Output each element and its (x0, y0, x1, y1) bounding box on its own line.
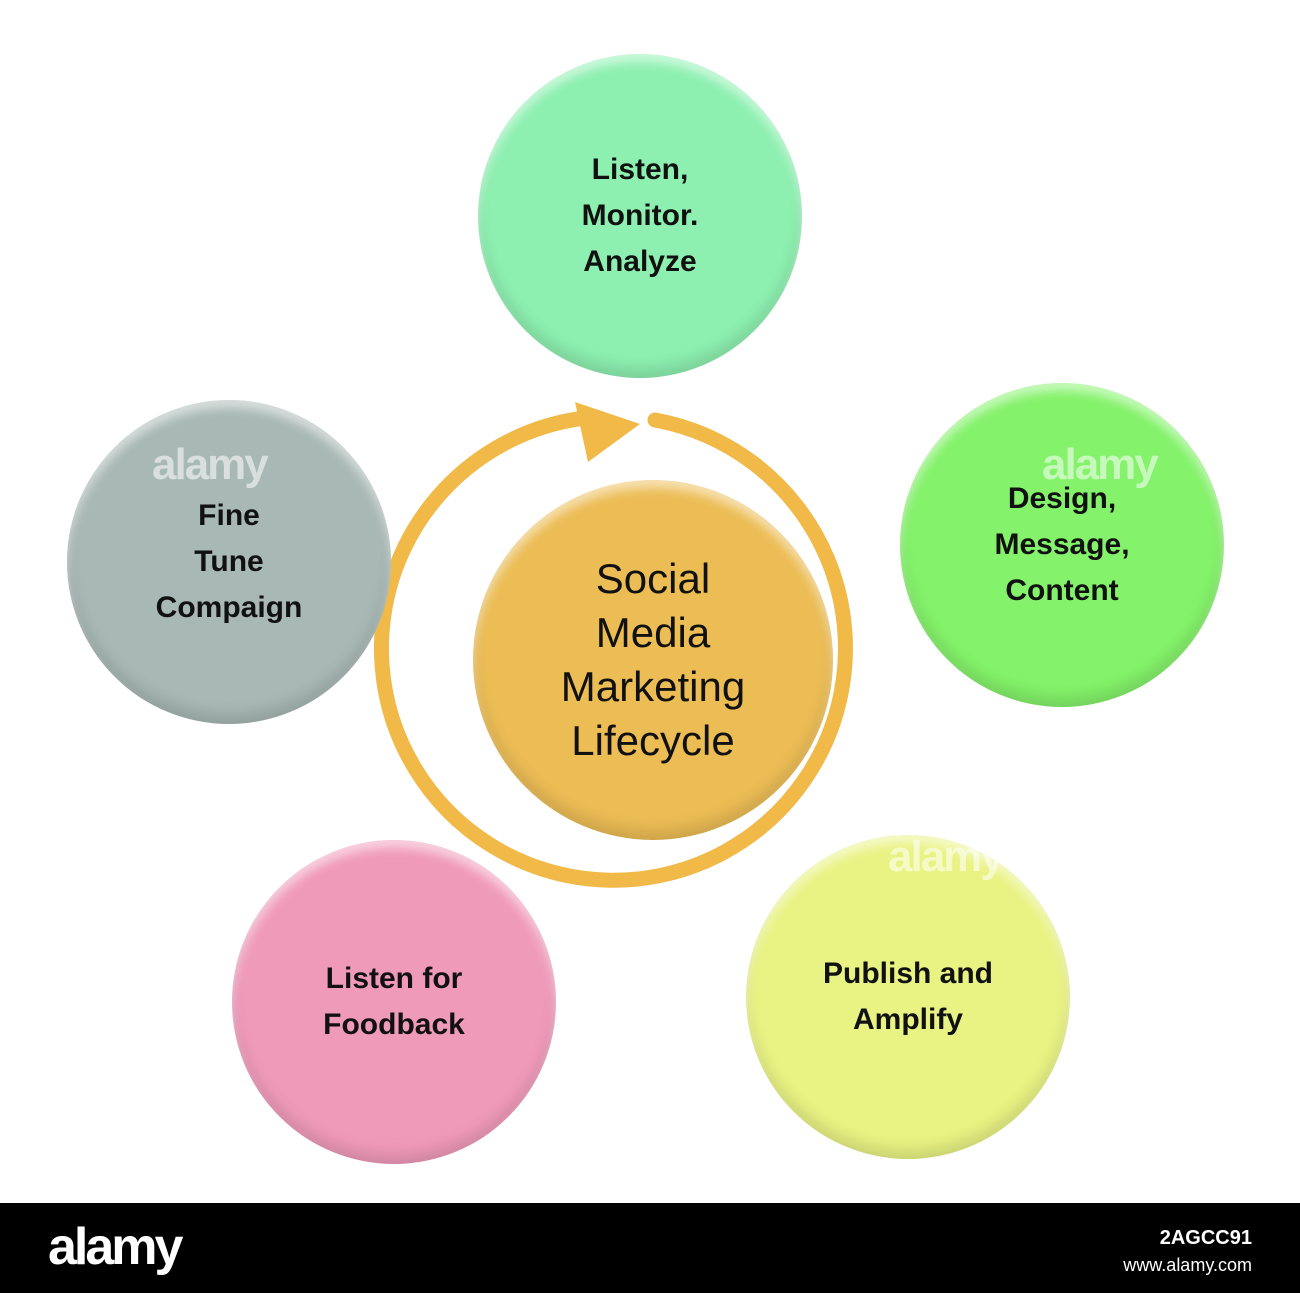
center-title: Social Media Marketing Lifecycle (560, 555, 746, 764)
diagram-canvas: Social Media Marketing Lifecycle Listen,… (67, 54, 1224, 1164)
node-label: Fine Tune Compaign (155, 499, 303, 624)
node-listen-monitor-analyze: Listen, Monitor. Analyze (478, 54, 802, 378)
node-design-message-content: Design, Message, Content (900, 383, 1224, 707)
node-listen-feedback: Listen for Foodback (232, 840, 556, 1164)
node-label: Listen for Foodback (323, 962, 465, 1041)
node-publish-amplify: Publish and Amplify (746, 835, 1070, 1159)
watermark: alamy (1042, 440, 1159, 489)
cycle-arrow (373, 402, 853, 888)
center-circle: Social Media Marketing Lifecycle (473, 480, 833, 840)
node-label: Publish and Amplify (822, 957, 993, 1036)
node-fine-tune-campaign: Fine Tune Compaign (67, 400, 391, 724)
node-label: Design, Message, Content (994, 482, 1130, 607)
image-id: 2AGCC91 (1159, 1227, 1252, 1249)
site-url: www.alamy.com (1123, 1255, 1252, 1275)
watermark: alamy (152, 440, 269, 489)
watermark: alamy (888, 832, 1005, 881)
footer-logo: alamy (48, 1218, 183, 1276)
node-label: Listen, Monitor. Analyze (581, 153, 699, 278)
footer-bar: alamy 2AGCC91 www.alamy.com (0, 1203, 1300, 1293)
